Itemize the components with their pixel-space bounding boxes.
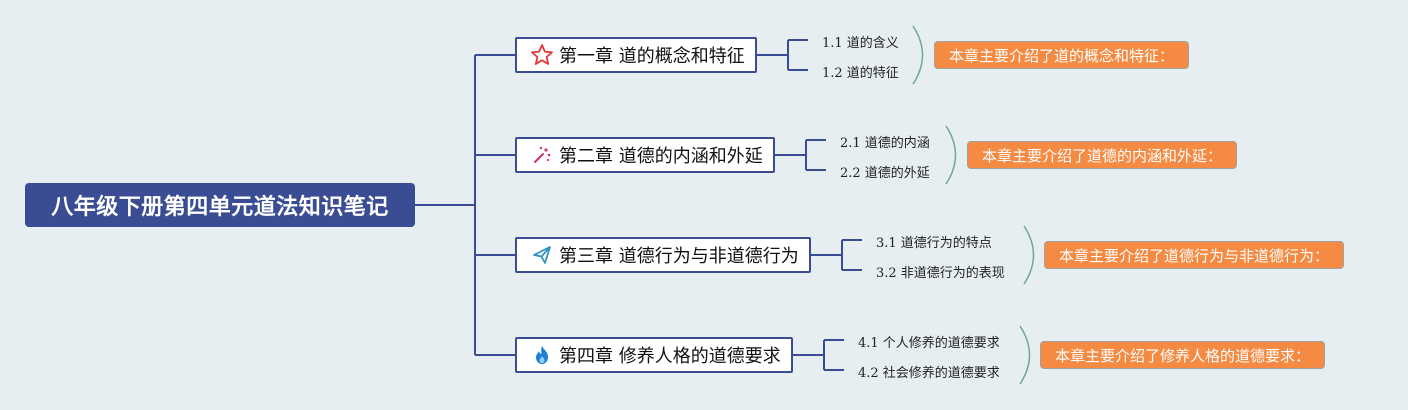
subtopic-4-2[interactable]: 4.2 社会修养的道德要求 bbox=[858, 366, 1000, 381]
sub-connector-1 bbox=[757, 39, 808, 71]
subtopic-1-2[interactable]: 1.2 道的特征 bbox=[822, 66, 899, 81]
summary-2[interactable]: 本章主要介绍了道德的内涵和外延： bbox=[967, 141, 1238, 169]
summary-bracket-3 bbox=[1023, 225, 1035, 285]
subtopic-3-2[interactable]: 3.2 非道德行为的表现 bbox=[876, 266, 1005, 281]
paper-plane-icon bbox=[529, 242, 555, 268]
sub-connector-4 bbox=[793, 339, 844, 371]
subtopic-4-1[interactable]: 4.1 个人修养的道德要求 bbox=[858, 336, 1000, 351]
chapter-2-topic[interactable]: 第二章 道德的内涵和外延 bbox=[515, 137, 775, 173]
star-icon bbox=[529, 42, 555, 68]
subtopic-3-1[interactable]: 3.1 道德行为的特点 bbox=[876, 236, 992, 251]
subtopic-2-1[interactable]: 2.1 道德的内涵 bbox=[840, 136, 930, 151]
summary-3[interactable]: 本章主要介绍了道德行为与非道德行为： bbox=[1044, 241, 1345, 269]
chapter-title: 第一章 道的概念和特征 bbox=[559, 46, 745, 67]
chapter-title: 第四章 修养人格的道德要求 bbox=[559, 346, 781, 367]
chapter-title: 第二章 道德的内涵和外延 bbox=[559, 146, 763, 167]
chapter-1-topic[interactable]: 第一章 道的概念和特征 bbox=[515, 37, 757, 73]
flame-icon bbox=[529, 342, 555, 368]
subtopic-1-1[interactable]: 1.1 道的含义 bbox=[822, 36, 899, 51]
chapter-3-topic[interactable]: 第三章 道德行为与非道德行为 bbox=[515, 237, 811, 273]
chapter-4-topic[interactable]: 第四章 修养人格的道德要求 bbox=[515, 337, 793, 373]
sub-connector-3 bbox=[811, 239, 862, 271]
sparkle-wand-icon bbox=[529, 142, 555, 168]
summary-bracket-4 bbox=[1019, 325, 1031, 385]
sub-connector-2 bbox=[775, 139, 826, 171]
summary-bracket-2 bbox=[945, 125, 957, 185]
summary-1[interactable]: 本章主要介绍了道的概念和特征： bbox=[934, 41, 1190, 69]
root-topic[interactable]: 八年级下册第四单元道法知识笔记 bbox=[25, 183, 415, 227]
summary-4[interactable]: 本章主要介绍了修养人格的道德要求： bbox=[1040, 341, 1326, 369]
subtopic-2-2[interactable]: 2.2 道德的外延 bbox=[840, 166, 930, 181]
summary-bracket-1 bbox=[912, 25, 924, 85]
chapter-title: 第三章 道德行为与非道德行为 bbox=[559, 246, 799, 267]
